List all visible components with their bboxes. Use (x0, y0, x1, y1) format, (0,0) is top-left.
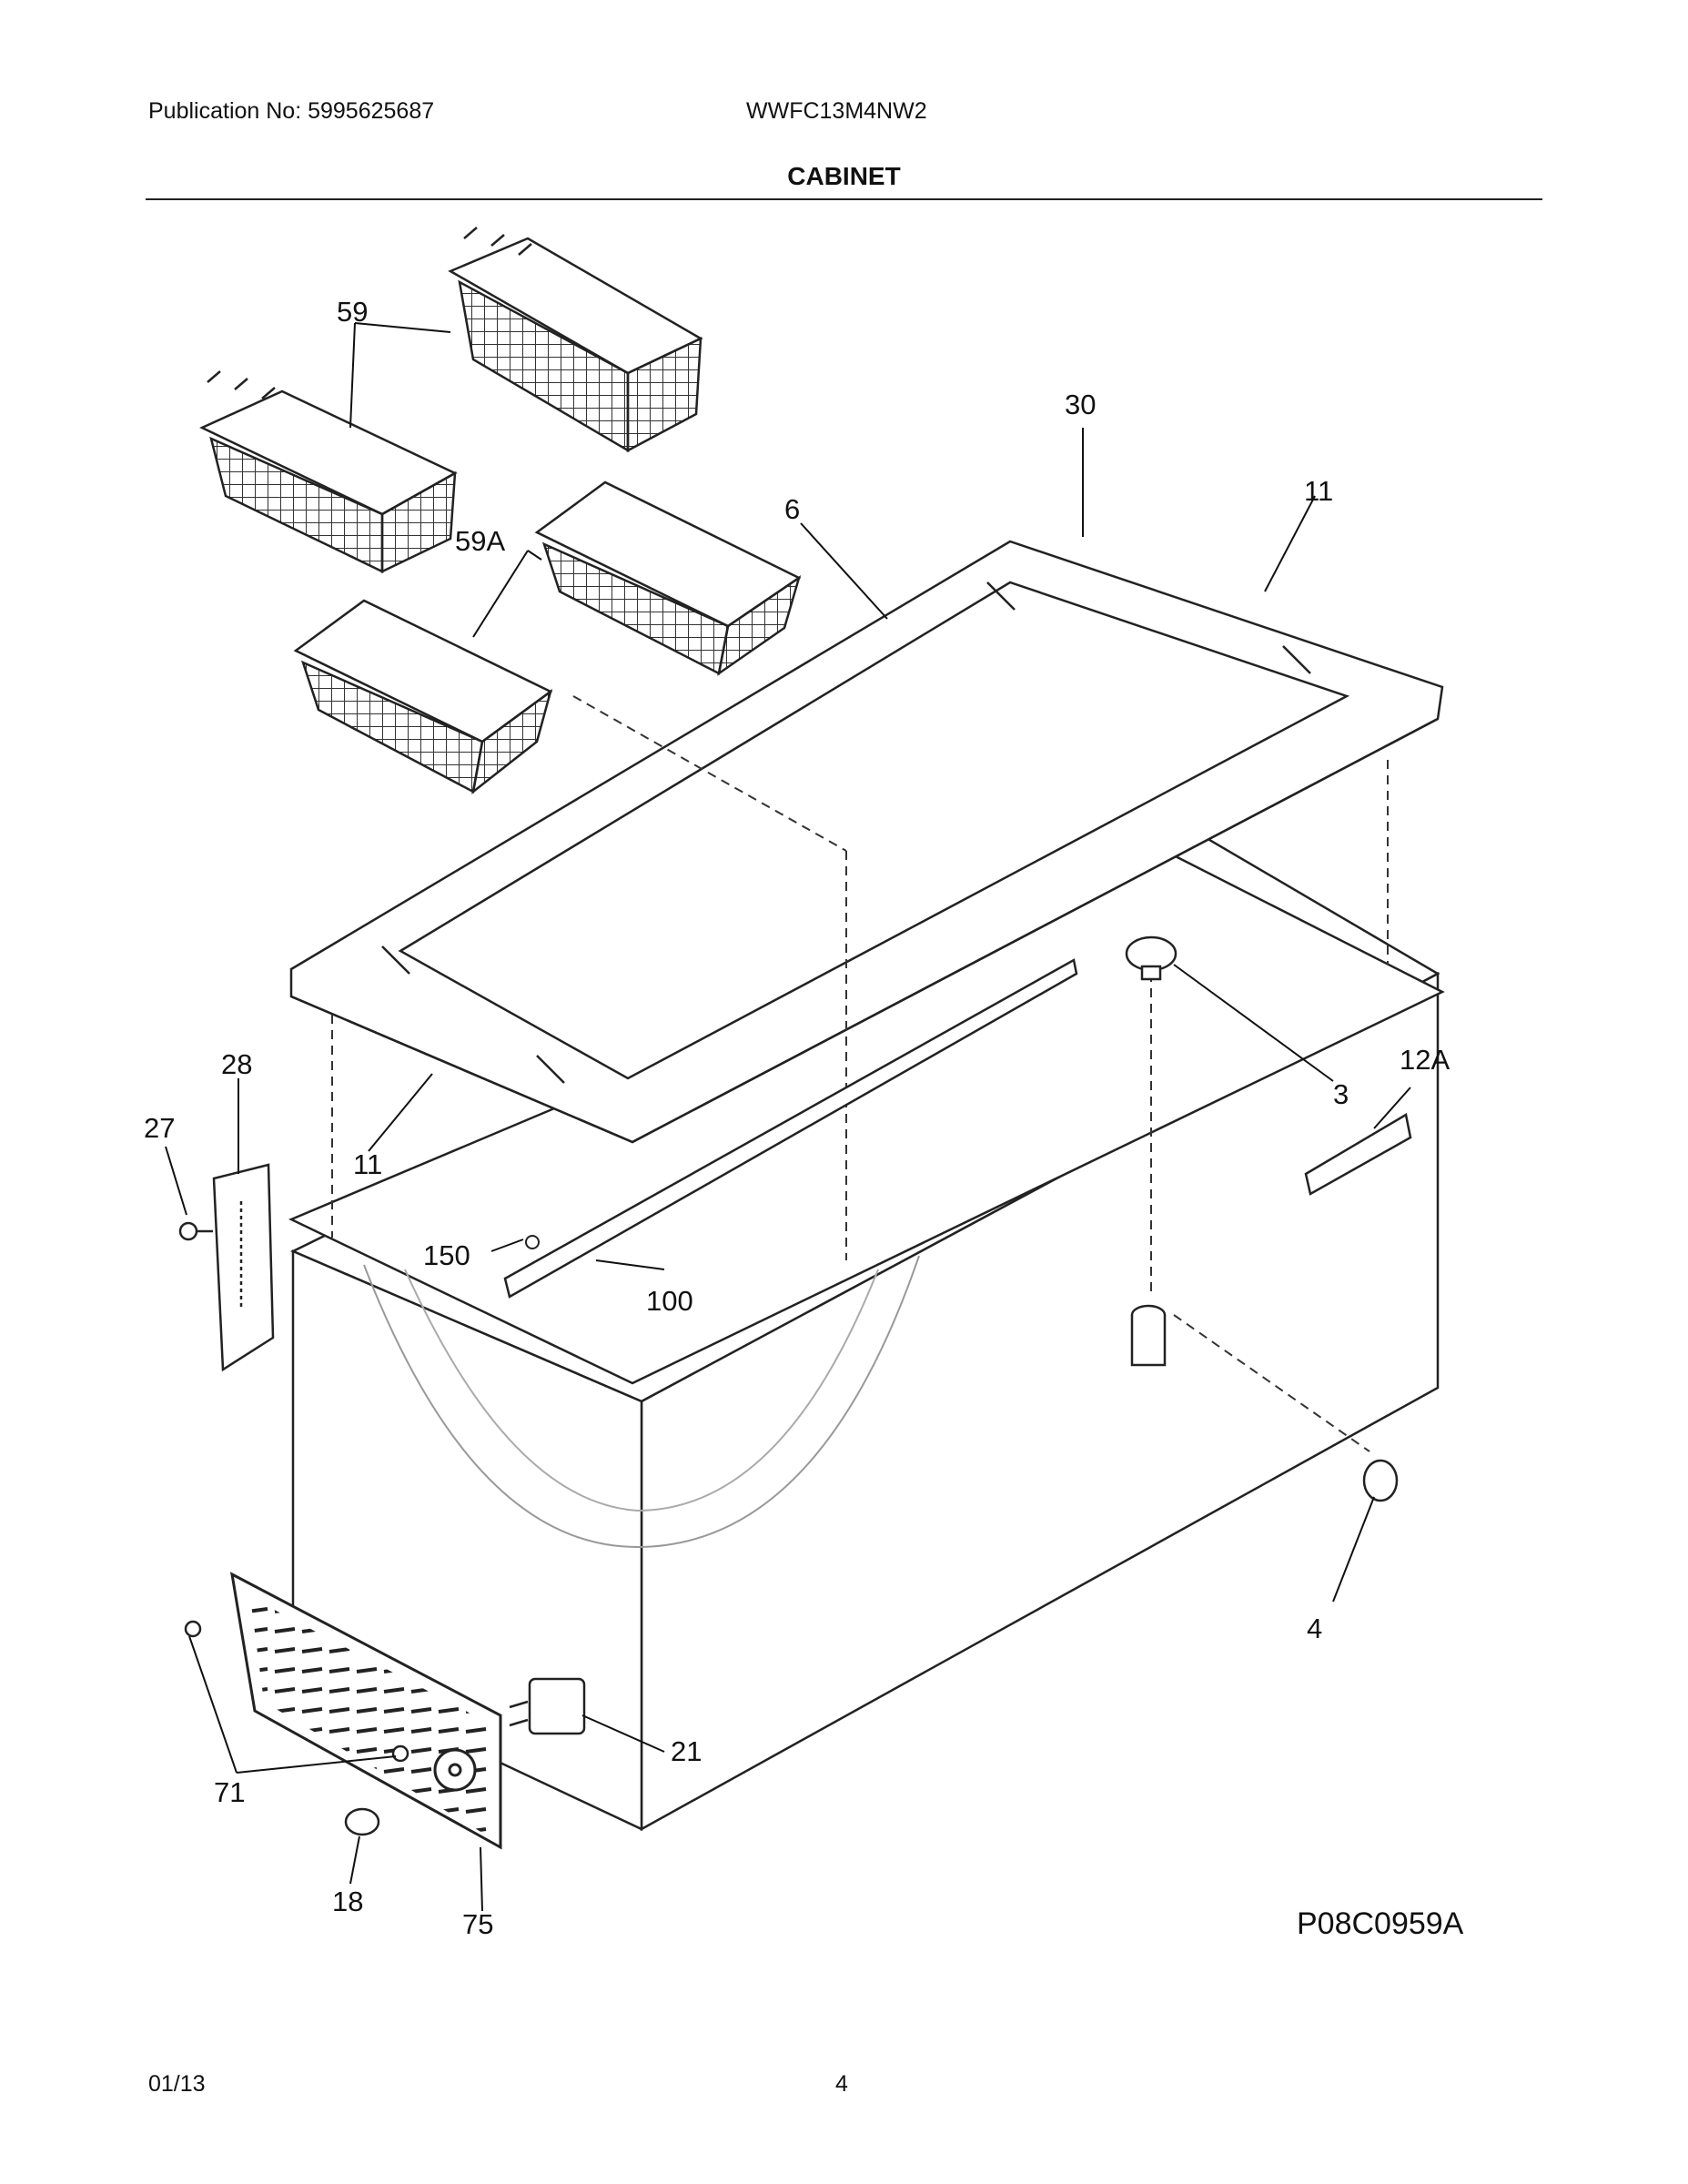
publication-number: Publication No: 5995625687 (148, 98, 435, 124)
alignment-guides (331, 695, 1389, 1452)
kickplate-grille-part-75 (230, 1572, 502, 1850)
callout-59a: 59A (455, 525, 505, 557)
callout-4: 4 (1307, 1613, 1322, 1644)
screw-part-27 (178, 1221, 213, 1241)
callout-150: 150 (423, 1239, 470, 1271)
header-rule (146, 198, 1542, 200)
drain-plug-part-3 (1125, 935, 1178, 981)
basket-part-59a-lower (293, 599, 553, 795)
callout-75: 75 (462, 1908, 493, 1940)
callout-11-top: 11 (1304, 475, 1333, 507)
hinge-part-28 (212, 1163, 275, 1372)
relay-part-21 (509, 1677, 586, 1735)
callout-71: 71 (214, 1776, 245, 1808)
callout-100: 100 (646, 1285, 693, 1317)
nut-part-150 (525, 1235, 540, 1249)
callout-3: 3 (1333, 1078, 1349, 1110)
footer-page-number: 4 (835, 2071, 848, 2097)
callout-18: 18 (332, 1886, 363, 1917)
drain-fitting (1130, 1304, 1167, 1367)
basket-part-59-upper (448, 227, 703, 453)
callout-27: 27 (144, 1112, 175, 1144)
basket-part-59a-upper (534, 480, 802, 676)
drawing-code: P08C0959A (1297, 1906, 1464, 1941)
footer-date: 01/13 (148, 2071, 206, 2097)
leader-lines (165, 322, 1411, 1912)
callout-28: 28 (221, 1048, 252, 1080)
breaker-strip-frame (289, 540, 1444, 1144)
callout-6: 6 (784, 493, 800, 525)
callout-30: 30 (1065, 389, 1096, 420)
callout-21: 21 (671, 1735, 702, 1767)
basket-part-59-lower (199, 370, 458, 573)
model-number: WWFC13M4NW2 (746, 98, 927, 124)
section-title: CABINET (787, 162, 901, 190)
callout-11-bottom: 11 (353, 1148, 382, 1180)
screws-part-71 (184, 1620, 409, 1763)
label-part-12a (1304, 1113, 1412, 1196)
plug-part-18 (344, 1807, 380, 1836)
drain-cap-part-4 (1362, 1459, 1399, 1502)
callout-12a: 12A (1400, 1044, 1450, 1076)
hinge-cover-part-100 (503, 958, 1078, 1299)
callout-59: 59 (337, 296, 368, 328)
